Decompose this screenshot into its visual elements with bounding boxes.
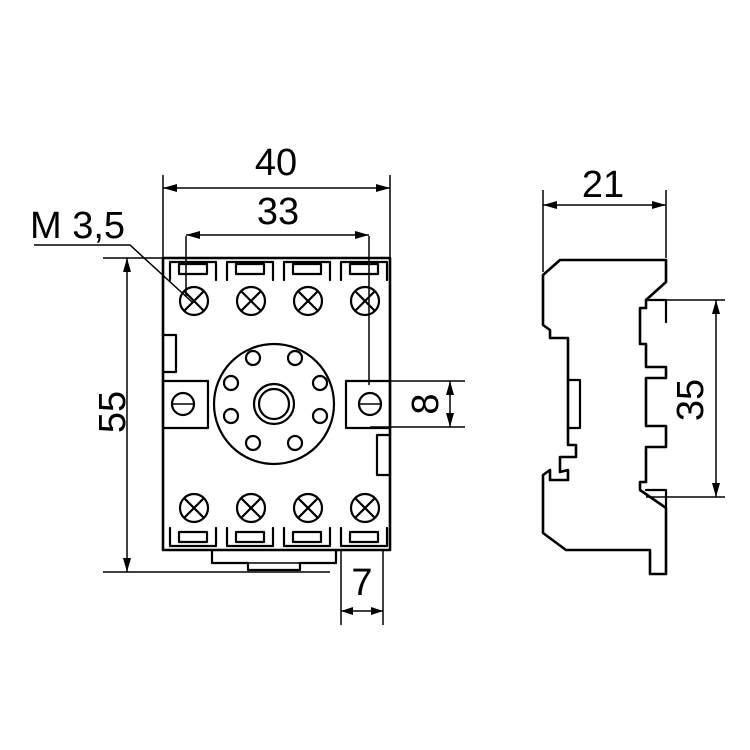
dimension-21: 21	[542, 164, 667, 272]
thread-label: M 3,5	[30, 205, 125, 247]
front-view	[34, 236, 392, 573]
right-mounting-hole	[344, 379, 392, 430]
dim-label-40: 40	[255, 142, 297, 184]
dim-label-8: 8	[405, 393, 447, 414]
left-mounting-hole	[161, 379, 210, 430]
left-notch	[161, 333, 178, 374]
bottom-clip	[210, 548, 338, 572]
dim-label-35: 35	[670, 379, 712, 421]
dim-label-7: 7	[351, 562, 372, 604]
dimension-40: 40	[162, 142, 391, 258]
dimension-55: 55	[92, 258, 134, 572]
bottom-screws	[178, 492, 381, 524]
right-notch	[375, 433, 392, 477]
dimension-35: 35	[646, 299, 725, 498]
dim-label-55: 55	[92, 391, 134, 433]
dimension-33: 33	[186, 191, 369, 239]
guide-lines	[34, 236, 370, 573]
top-screws	[178, 285, 381, 317]
dimension-7: 7	[340, 550, 384, 625]
dim-label-21: 21	[582, 164, 624, 206]
side-view	[541, 258, 668, 576]
dim-label-33: 33	[257, 191, 299, 233]
dimension-8: 8	[370, 380, 465, 428]
top-terminal-clamps	[168, 260, 389, 282]
side-body	[541, 258, 668, 576]
bottom-terminal-clamps	[168, 526, 389, 548]
relay-octal-socket	[212, 342, 336, 466]
